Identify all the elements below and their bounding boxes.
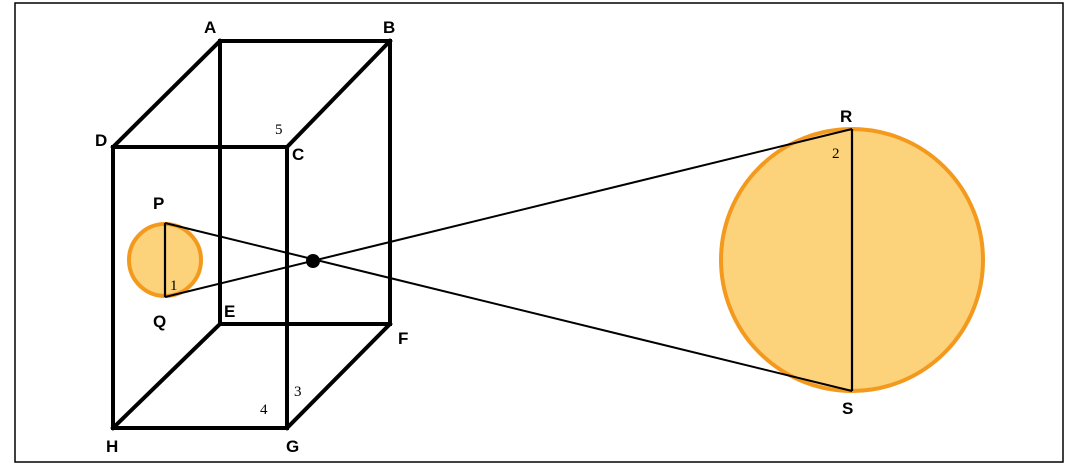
ray-p-s — [164, 222, 853, 392]
label-c: C — [292, 145, 304, 164]
edge-da — [110, 38, 223, 150]
label-h: H — [106, 437, 118, 456]
pinhole-dot — [306, 254, 320, 268]
label-g: G — [286, 437, 299, 456]
label-3: 3 — [294, 384, 302, 400]
label-p: P — [153, 194, 164, 213]
label-2: 2 — [832, 146, 840, 162]
edge-he — [110, 321, 223, 431]
label-5: 5 — [275, 122, 283, 138]
label-4: 4 — [260, 402, 268, 418]
label-d: D — [95, 131, 107, 150]
label-s: S — [842, 399, 853, 418]
label-q: Q — [153, 312, 166, 331]
diagram-frame — [14, 2, 1064, 463]
edge-gf — [284, 321, 393, 431]
label-b: B — [383, 18, 395, 37]
label-e: E — [224, 302, 235, 321]
label-a: A — [204, 18, 216, 37]
edge-cb — [284, 38, 393, 150]
label-1: 1 — [170, 278, 178, 294]
label-f: F — [398, 329, 408, 348]
ray-q-r — [164, 128, 853, 298]
label-r: R — [840, 107, 852, 126]
